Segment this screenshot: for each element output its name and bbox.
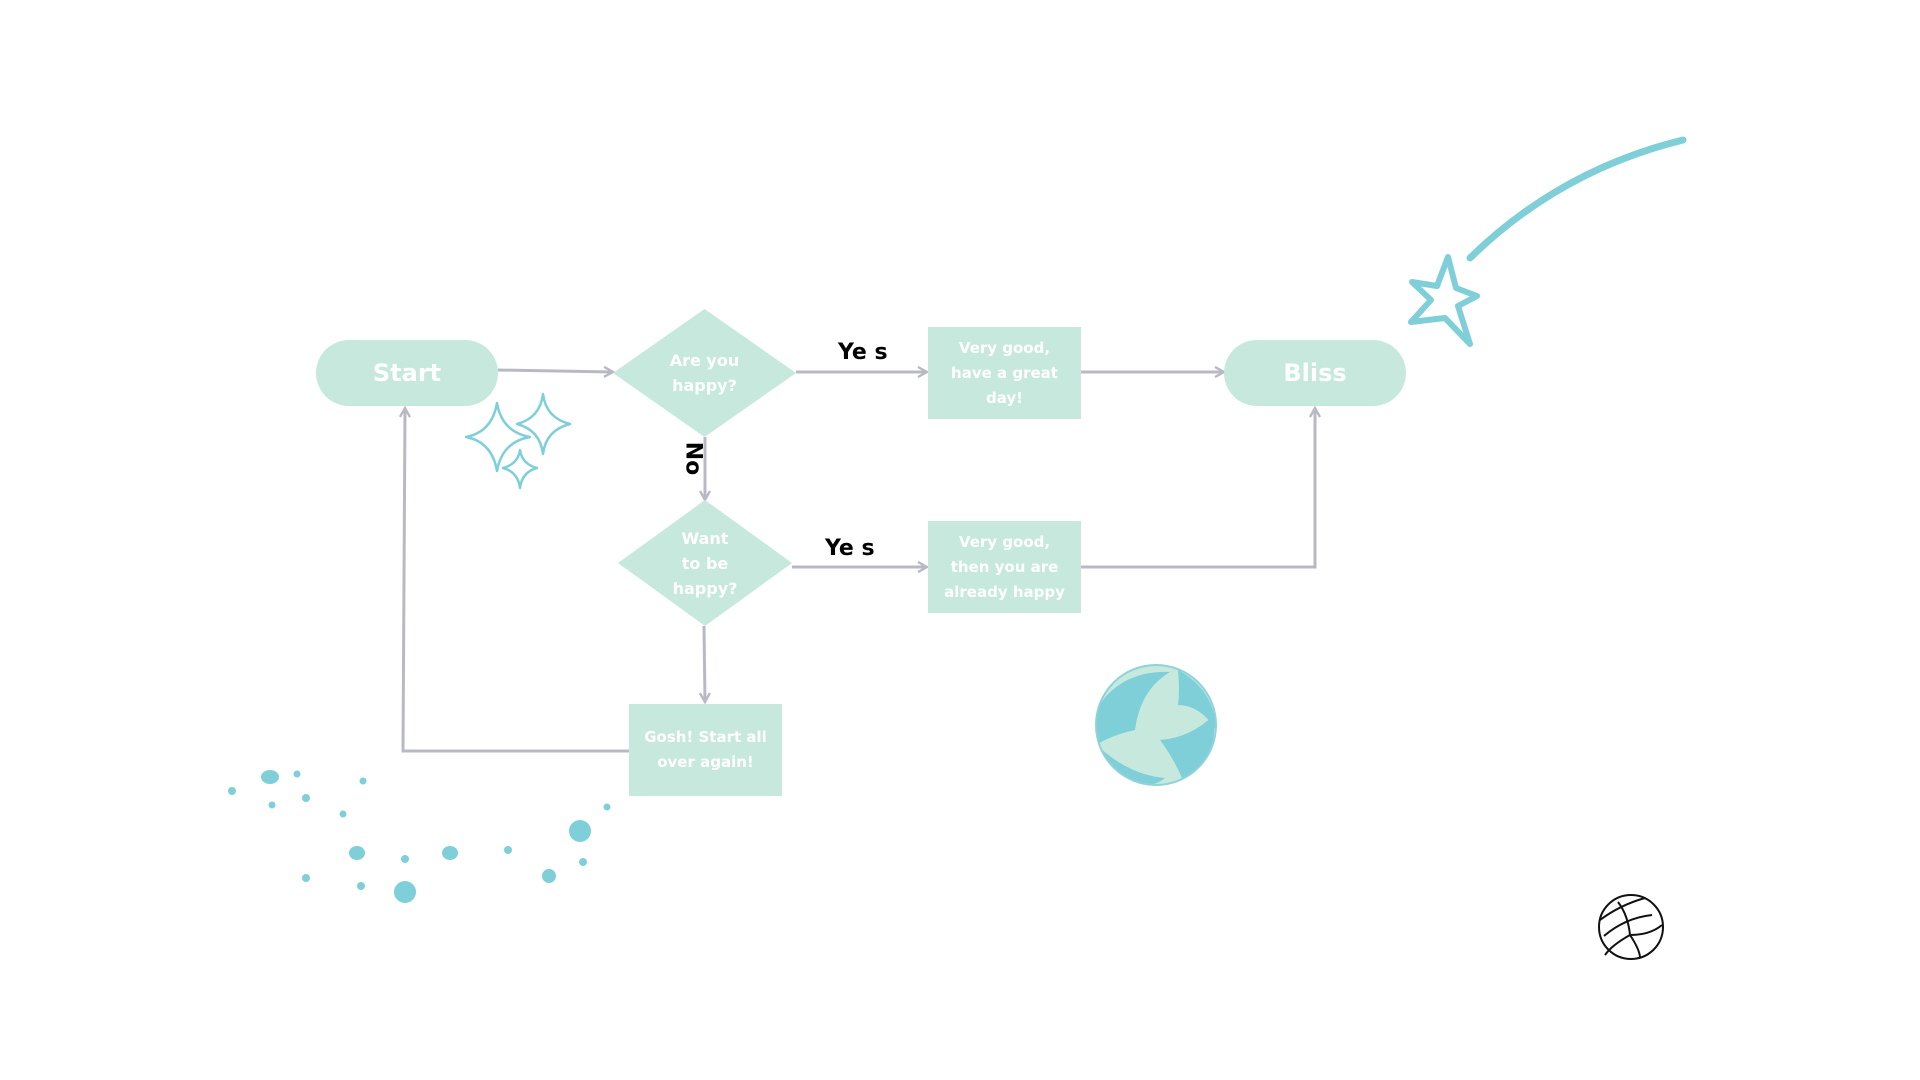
edge-label-yes-bottom: Ye s bbox=[825, 536, 875, 561]
volleyball-icon bbox=[1095, 664, 1217, 786]
process-start-over: Gosh! Start all over again! bbox=[629, 704, 782, 796]
edge-label-no: No bbox=[680, 441, 706, 476]
decision-are-you-happy: Are you happy? bbox=[613, 309, 796, 437]
decision-shape bbox=[613, 309, 796, 437]
decision-want-label: Want to be happy? bbox=[672, 528, 738, 598]
volleyball-outline-icon bbox=[1598, 894, 1664, 960]
edge-already-to-bliss bbox=[1080, 408, 1315, 569]
process-already-happy: Very good, then you are already happy bbox=[928, 521, 1081, 613]
dots-pattern bbox=[228, 770, 611, 903]
shooting-star-icon bbox=[1408, 136, 1687, 347]
edge-label-yes-top: Ye s bbox=[838, 340, 888, 365]
edge-restart-to-start bbox=[403, 408, 629, 753]
sparkles-icon bbox=[464, 392, 572, 490]
bliss-node: Bliss bbox=[1224, 340, 1406, 406]
start-node: Start bbox=[316, 340, 498, 406]
decision-happy-label: Are you happy? bbox=[669, 351, 740, 395]
start-label: Start bbox=[372, 359, 442, 387]
process-great-day: Very good, have a great day! bbox=[928, 327, 1081, 419]
bliss-label: Bliss bbox=[1283, 359, 1347, 387]
already-happy-label: Very good, then you are already happy bbox=[944, 532, 1065, 601]
decision-want-to-be-happy: Want to be happy? bbox=[618, 500, 792, 626]
great-day-label: Very good, have a great day! bbox=[951, 338, 1058, 407]
edge-want-no bbox=[704, 625, 705, 702]
start-over-label: Gosh! Start all over again! bbox=[644, 728, 767, 771]
edge-start-to-question bbox=[497, 370, 613, 372]
decision-shape bbox=[618, 500, 792, 626]
